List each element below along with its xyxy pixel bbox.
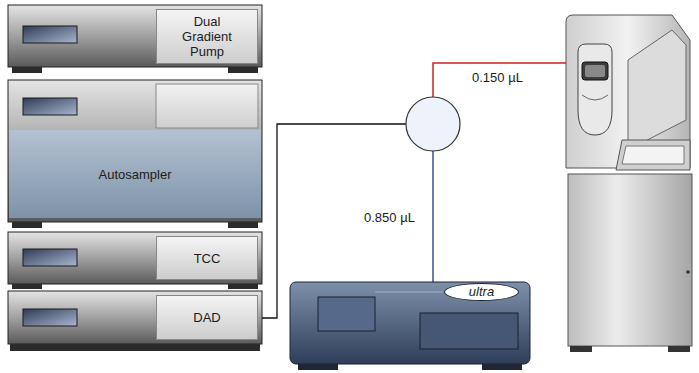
tcc-panel: TCC (156, 236, 258, 280)
module-housing (8, 80, 262, 222)
module-foot (10, 344, 260, 351)
ms-foot (668, 346, 690, 352)
display-slot (23, 249, 77, 266)
ms-cabinet (568, 174, 692, 346)
detector-housing (290, 282, 530, 364)
ms-foot (570, 346, 592, 352)
module-foot (12, 67, 42, 73)
module-housing (8, 232, 262, 284)
detector-foot (482, 364, 522, 370)
module-foot (228, 284, 258, 289)
ms-tray (616, 140, 690, 170)
node-text: Autosampler (99, 167, 172, 182)
module-foot (228, 67, 258, 73)
tubing-line (433, 63, 567, 97)
module-housing (8, 291, 262, 344)
tubing-line (432, 151, 434, 282)
ms-display (582, 62, 608, 80)
node-text: TCC (194, 251, 221, 266)
detector-screen (318, 297, 375, 331)
volume-label: 0.850 µL (362, 210, 417, 225)
module-foot (12, 284, 42, 289)
dad-panel: DAD (156, 295, 258, 340)
node-text: DAD (193, 310, 220, 325)
display-slot (23, 309, 77, 326)
display-slot (23, 26, 77, 43)
volume-label: 0.150 µL (470, 70, 525, 85)
ms-display-glass (585, 65, 605, 77)
node-text: ultra (469, 285, 494, 299)
autosampler-band: Autosampler (9, 130, 261, 218)
ms-window (628, 30, 686, 150)
splitter-tee (406, 97, 460, 151)
ultra-badge: ultra (444, 283, 519, 301)
ms-dot (686, 270, 690, 274)
node-text: Dual Gradient Pump (176, 14, 238, 59)
module-foot (12, 222, 42, 228)
pump-panel: Dual Gradient Pump (156, 9, 258, 64)
display-slot (23, 98, 77, 115)
front-panel (156, 84, 258, 128)
detector-foot (298, 364, 338, 370)
module-housing (8, 5, 262, 67)
module-foot (228, 222, 258, 228)
ms-bezel-line (582, 95, 608, 100)
detector-panel (420, 313, 518, 349)
trim-line (375, 292, 443, 293)
ms-bezel (578, 44, 612, 135)
ms-tray-inner (622, 146, 684, 164)
